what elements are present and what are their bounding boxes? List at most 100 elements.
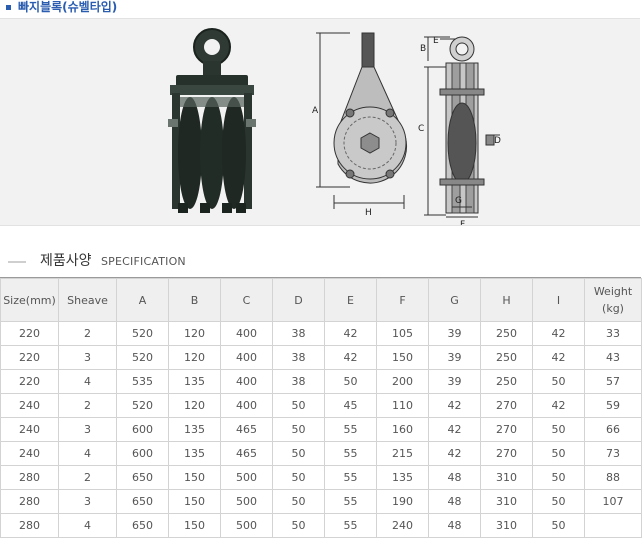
table-cell: 135 <box>168 369 221 394</box>
column-header: C <box>220 278 273 322</box>
table-cell: 220 <box>0 321 59 346</box>
table-cell: 250 <box>480 345 533 370</box>
table-cell: 4 <box>58 441 117 466</box>
dim-label-f: F <box>460 220 465 225</box>
spec-table: Size(mm) Sheave A B C D E F G H I Weight… <box>0 278 642 538</box>
column-header: B <box>168 278 221 322</box>
table-cell: 310 <box>480 489 533 514</box>
title-bullet-icon <box>6 5 11 10</box>
table-cell: 38 <box>272 345 325 370</box>
table-cell: 465 <box>220 417 273 442</box>
table-cell: 520 <box>116 393 169 418</box>
table-cell: 42 <box>324 345 377 370</box>
table-cell: 50 <box>272 489 325 514</box>
table-cell: 43 <box>584 345 642 370</box>
table-cell: 50 <box>532 441 585 466</box>
table-cell: 55 <box>324 489 377 514</box>
pulley-photo <box>168 28 256 213</box>
spec-heading-dash <box>8 261 26 263</box>
spec-heading-english: SPECIFICATION <box>101 255 186 268</box>
table-cell: 120 <box>168 393 221 418</box>
dim-label-c: C <box>418 124 424 134</box>
table-cell: 2 <box>58 465 117 490</box>
table-cell: 280 <box>0 513 59 538</box>
table-cell: 310 <box>480 465 533 490</box>
table-cell: 465 <box>220 441 273 466</box>
table-cell: 39 <box>428 369 481 394</box>
table-cell: 3 <box>58 489 117 514</box>
table-cell: 310 <box>480 513 533 538</box>
table-cell: 50 <box>272 513 325 538</box>
table-cell: 45 <box>324 393 377 418</box>
table-cell: 50 <box>532 369 585 394</box>
table-cell: 135 <box>376 465 429 490</box>
table-cell: 280 <box>0 465 59 490</box>
table-cell: 135 <box>168 417 221 442</box>
table-cell: 400 <box>220 393 273 418</box>
table-cell: 240 <box>0 417 59 442</box>
table-cell: 535 <box>116 369 169 394</box>
table-cell: 220 <box>0 345 59 370</box>
table-cell: 42 <box>532 321 585 346</box>
table-cell: 42 <box>532 393 585 418</box>
table-cell: 38 <box>272 369 325 394</box>
column-header: G <box>428 278 481 322</box>
table-cell: 107 <box>584 489 642 514</box>
table-cell: 240 <box>0 393 59 418</box>
column-header: H <box>480 278 533 322</box>
table-cell: 50 <box>272 441 325 466</box>
dim-label-e: E <box>433 36 439 46</box>
table-cell: 55 <box>324 441 377 466</box>
table-cell: 3 <box>58 417 117 442</box>
table-cell: 48 <box>428 489 481 514</box>
table-cell: 160 <box>376 417 429 442</box>
table-cell: 500 <box>220 489 273 514</box>
table-cell: 55 <box>324 465 377 490</box>
table-cell: 400 <box>220 345 273 370</box>
table-cell: 66 <box>584 417 642 442</box>
table-cell: 135 <box>168 441 221 466</box>
column-header: Sheave <box>58 278 117 322</box>
product-figure-panel: A B C D E F G H <box>0 18 640 230</box>
table-cell: 500 <box>220 465 273 490</box>
table-cell: 500 <box>220 513 273 538</box>
table-cell: 600 <box>116 441 169 466</box>
table-cell: 650 <box>116 489 169 514</box>
table-cell: 42 <box>428 441 481 466</box>
table-cell: 270 <box>480 417 533 442</box>
table-cell: 50 <box>532 465 585 490</box>
side-view-drawing <box>424 36 500 218</box>
table-cell: 33 <box>584 321 642 346</box>
table-cell: 42 <box>324 321 377 346</box>
column-header: A <box>116 278 169 322</box>
table-cell <box>584 513 642 538</box>
page-title-bar: 빠지블록(슈벨타입) <box>0 0 642 18</box>
table-cell: 150 <box>168 465 221 490</box>
dim-label-h: H <box>365 208 372 218</box>
table-cell: 50 <box>324 369 377 394</box>
table-cell: 42 <box>532 345 585 370</box>
table-cell: 4 <box>58 513 117 538</box>
table-cell: 250 <box>480 369 533 394</box>
table-cell: 600 <box>116 417 169 442</box>
table-cell: 55 <box>324 513 377 538</box>
table-cell: 59 <box>584 393 642 418</box>
dim-label-b: B <box>420 44 426 54</box>
table-cell: 200 <box>376 369 429 394</box>
table-cell: 520 <box>116 345 169 370</box>
column-header: F <box>376 278 429 322</box>
table-cell: 240 <box>0 441 59 466</box>
table-cell: 400 <box>220 321 273 346</box>
table-cell: 50 <box>272 393 325 418</box>
table-cell: 520 <box>116 321 169 346</box>
table-cell: 240 <box>376 513 429 538</box>
table-cell: 55 <box>324 417 377 442</box>
spec-section-header: 제품사양 SPECIFICATION <box>0 246 642 274</box>
